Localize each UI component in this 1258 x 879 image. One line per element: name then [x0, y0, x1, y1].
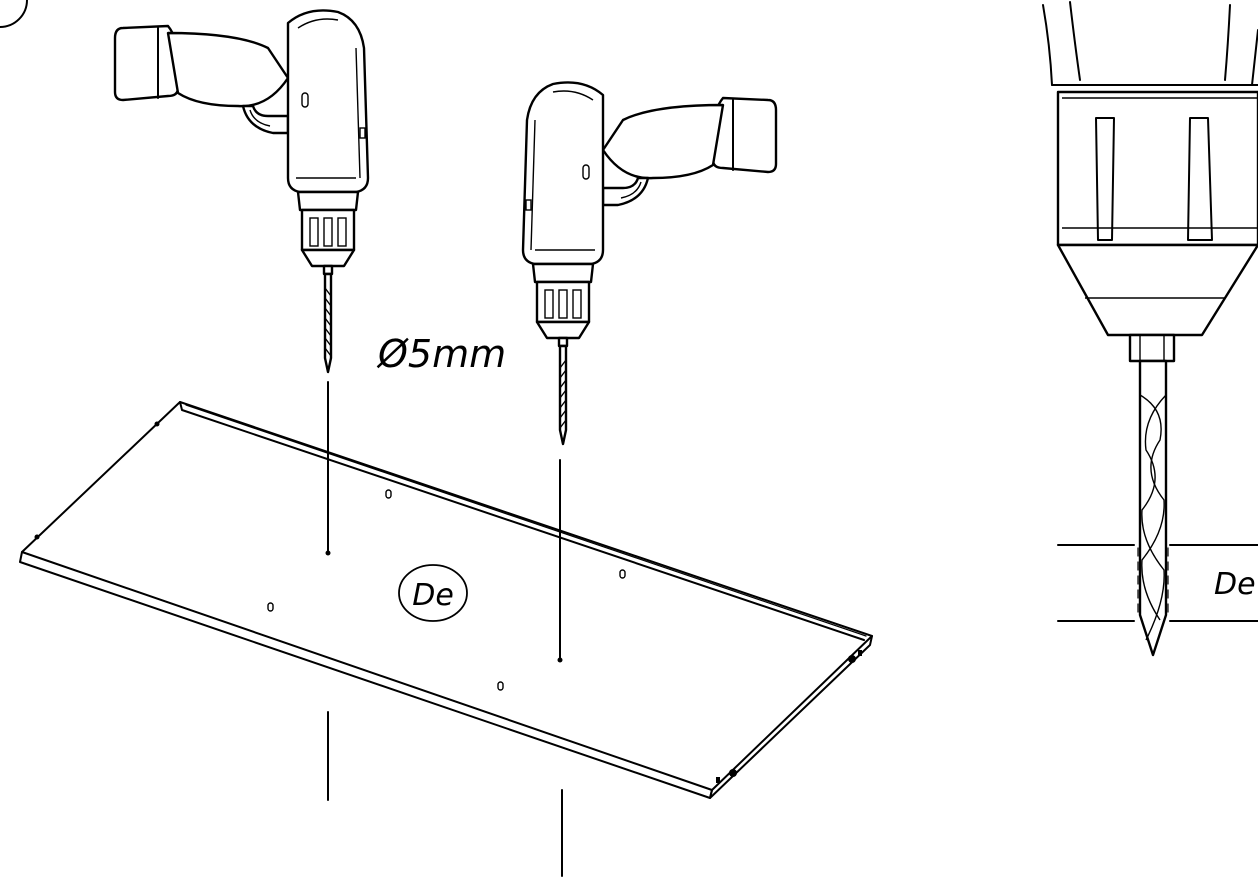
detail-part-label: De — [1214, 567, 1256, 602]
step-number-circle — [0, 0, 28, 28]
panel-board — [19, 401, 873, 799]
hole-mark — [325, 550, 331, 556]
part-label-circle — [398, 564, 468, 622]
drill-icon — [113, 9, 370, 374]
hole-mark — [557, 657, 563, 663]
drill-chuck-detail — [1042, 1, 1258, 657]
part-label: De — [412, 578, 454, 613]
drill-icon — [521, 81, 778, 446]
drill-size-label: Ø5mm — [376, 332, 506, 376]
